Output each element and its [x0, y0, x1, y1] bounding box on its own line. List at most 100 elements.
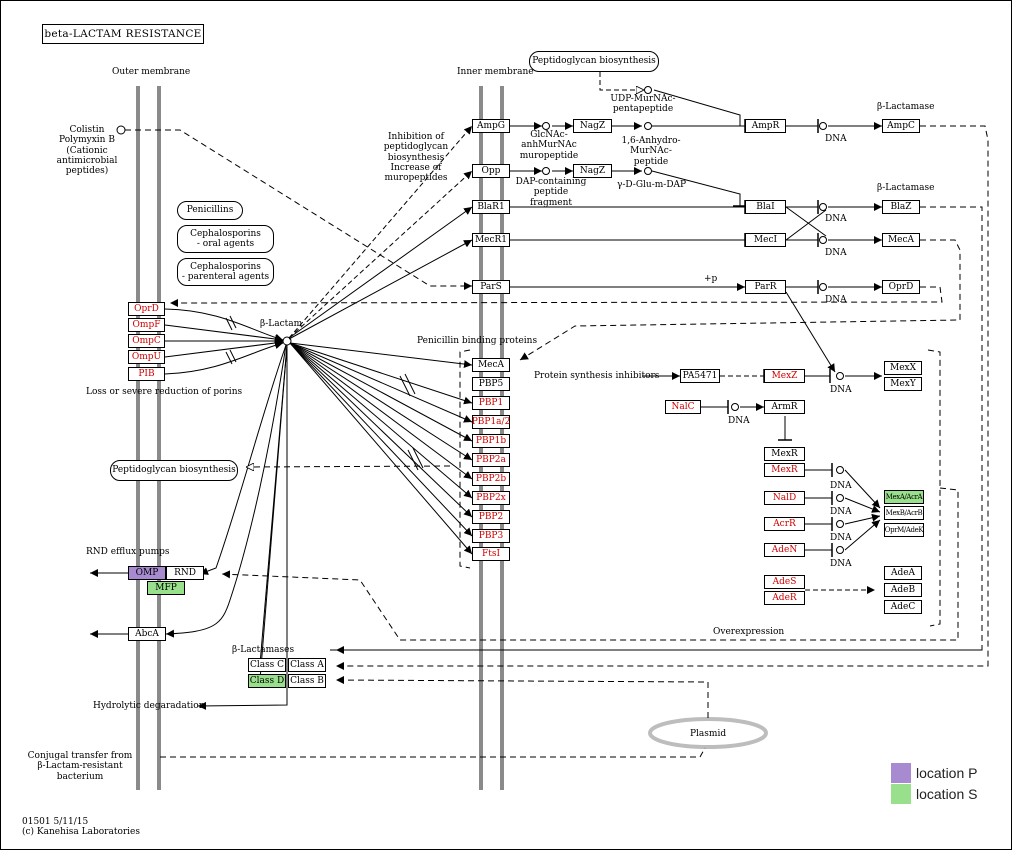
gene-mexz[interactable]: MexZ — [764, 369, 805, 383]
gene-meca[interactable]: MecA — [472, 358, 510, 372]
gene-mexb-acrb[interactable]: MexB/AcrB — [884, 506, 924, 520]
gene-nagz-2[interactable]: NagZ — [573, 164, 612, 178]
cephalosporins-oral-box[interactable]: Cephalosporins - oral agents — [177, 225, 274, 253]
gene-ompc[interactable]: OmpC — [128, 334, 165, 348]
pathway-peptidoglycan-left[interactable]: Peptidoglycan biosynthesis — [110, 460, 238, 481]
legend-label-location-s: location S — [916, 786, 978, 802]
gene-nagz-1[interactable]: NagZ — [573, 119, 612, 133]
gene-parr[interactable]: ParR — [745, 280, 786, 294]
gene-adec[interactable]: AdeC — [884, 600, 922, 614]
gene-ompu[interactable]: OmpU — [128, 350, 165, 364]
gene-mexx[interactable]: MexX — [884, 361, 922, 375]
pathway-peptidoglycan-top[interactable]: Peptidoglycan biosynthesis — [529, 51, 659, 72]
gene-pars[interactable]: ParS — [472, 280, 510, 294]
anhydro-label: 1,6-Anhydro- MurNAc-peptide — [621, 136, 681, 167]
gene-adeb[interactable]: AdeB — [884, 583, 922, 597]
gene-ampg[interactable]: AmpG — [472, 119, 510, 133]
gene-oprm-adek[interactable]: OprM/AdeK — [884, 523, 924, 537]
inhibition-note: Inhibition of peptidoglycan biosynthesis… — [383, 132, 449, 184]
protein-synthesis-note: Protein synthesis inhibitors — [534, 371, 660, 381]
legend-label-location-p: location P — [916, 765, 978, 781]
gene-aden[interactable]: AdeN — [764, 543, 805, 557]
gene-ftsi[interactable]: FtsI — [472, 547, 510, 561]
gene-meca-right[interactable]: MecA — [882, 233, 920, 247]
udp-murnac-label: UDP-MurNAc- pentapeptide — [610, 94, 676, 115]
penicillins-box[interactable]: Penicillins — [177, 201, 243, 220]
ampg-pathway-edges — [336, 64, 989, 670]
gene-pbp1a2[interactable]: PBP1a/2 — [472, 415, 510, 429]
gene-mexy[interactable]: MexY — [884, 377, 922, 391]
gene-mexr[interactable]: MexR — [764, 447, 805, 461]
gene-opp[interactable]: Opp — [472, 164, 510, 178]
gene-abca[interactable]: AbcA — [128, 627, 166, 641]
gene-nald[interactable]: NalD — [764, 491, 805, 505]
diagram-title: beta-LACTAM RESISTANCE — [42, 24, 204, 44]
gene-pbp5[interactable]: PBP5 — [472, 377, 510, 391]
dna-label-10: DNA — [830, 559, 852, 569]
gene-mexa-acra[interactable]: MexA/AcrA — [884, 490, 924, 504]
gene-rnd[interactable]: RND — [166, 566, 204, 580]
dna-label-8: DNA — [830, 507, 852, 517]
bracket-lines — [160, 349, 959, 758]
gene-ades[interactable]: AdeS — [764, 575, 805, 589]
gene-armr[interactable]: ArmR — [764, 400, 805, 414]
dna-label-4: DNA — [825, 295, 847, 305]
gene-ompf[interactable]: OmpF — [128, 318, 165, 332]
gene-class-b[interactable]: Class B — [288, 674, 326, 688]
hydrolytic-note: Hydrolytic degaradation — [93, 701, 205, 711]
gene-class-d[interactable]: Class D — [248, 674, 286, 688]
efflux-edges — [90, 569, 128, 638]
gene-pbp1[interactable]: PBP1 — [472, 396, 510, 410]
pbp-label: Penicillin binding proteins — [417, 336, 538, 346]
beta-lactamases-label: β-Lactamases — [232, 645, 295, 655]
plasmid-ellipse — [648, 717, 768, 749]
outer-membrane-label: Outer membrane — [112, 67, 191, 77]
gene-pbp1b[interactable]: PBP1b — [472, 434, 510, 448]
gene-adea[interactable]: AdeA — [884, 566, 922, 580]
dna-label-6: DNA — [728, 416, 750, 426]
gene-pa5471[interactable]: PA5471 — [680, 369, 720, 383]
gene-pib[interactable]: PIB — [128, 367, 165, 381]
beta-lactam-inner-edges — [288, 125, 473, 340]
dna-label-9: DNA — [830, 533, 852, 543]
mex-regulator-edges — [805, 463, 881, 594]
gene-mexr-red[interactable]: MexR — [764, 463, 805, 477]
gene-ampc[interactable]: AmpC — [882, 119, 920, 133]
beta-lactam-label: β-Lactam — [260, 319, 303, 329]
gene-blaz[interactable]: BlaZ — [882, 200, 920, 214]
gene-pbp2[interactable]: PBP2 — [472, 510, 510, 524]
gene-pbp2a[interactable]: PBP2a — [472, 453, 510, 467]
gene-acrr[interactable]: AcrR — [764, 517, 805, 531]
pars-parr-edges — [169, 280, 943, 373]
colistin-edges — [125, 129, 472, 290]
gene-ader[interactable]: AdeR — [764, 591, 805, 605]
gene-pbp3[interactable]: PBP3 — [472, 529, 510, 543]
gene-pbp2b[interactable]: PBP2b — [472, 472, 510, 486]
gene-class-a[interactable]: Class A — [288, 658, 326, 672]
cephalosporins-parenteral-box[interactable]: Cephalosporins - parenteral agents — [177, 258, 274, 286]
opp-pathway-edges — [510, 167, 747, 207]
gene-ampr[interactable]: AmpR — [745, 119, 786, 133]
gene-mfp[interactable]: MFP — [147, 581, 185, 595]
conjugal-note: Conjugal transfer from β-Lactam-resistan… — [27, 751, 133, 782]
gene-nalc[interactable]: NalC — [665, 400, 701, 414]
phospho-note: +p — [704, 274, 718, 284]
gene-oprd-right[interactable]: OprD — [882, 280, 920, 294]
gene-mecr1[interactable]: MecR1 — [472, 233, 510, 247]
beta-lactam-pbp-edges — [289, 342, 473, 555]
mexz-edges — [642, 369, 882, 441]
gene-class-c[interactable]: Class C — [248, 658, 286, 672]
inner-membrane-label: Inner membrane — [457, 67, 534, 77]
gene-meci[interactable]: MecI — [745, 233, 786, 247]
dap-peptide-label: DAP-containing peptide fragment — [515, 177, 587, 208]
footer-copyright: (c) Kanehisa Laboratories — [22, 827, 141, 837]
plasmid-label[interactable]: Plasmid — [690, 729, 727, 739]
gene-blar1[interactable]: BlaR1 — [472, 200, 510, 214]
gene-blai[interactable]: BlaI — [745, 200, 786, 214]
gene-oprd[interactable]: OprD — [128, 302, 165, 316]
overexpression-label: Overexpression — [713, 627, 785, 637]
dna-label-1: DNA — [825, 134, 847, 144]
gene-omp[interactable]: OMP — [128, 566, 166, 580]
gene-pbp2x[interactable]: PBP2x — [472, 491, 510, 505]
rnd-efflux-label: RND efflux pumps — [86, 547, 170, 557]
